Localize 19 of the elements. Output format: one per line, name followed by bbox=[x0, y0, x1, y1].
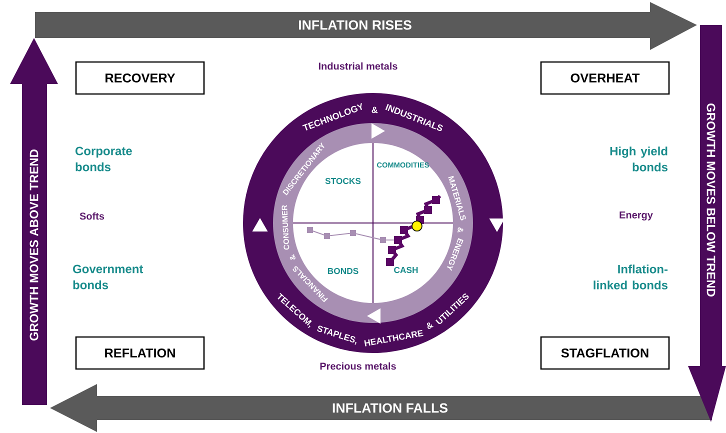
arrow-label: GROWTH MOVES BELOW TREND bbox=[706, 104, 716, 296]
quadrant-label: CASH bbox=[394, 266, 418, 274]
quadrant-label: BONDS bbox=[328, 268, 358, 274]
commodity-label: Energy bbox=[620, 212, 653, 220]
commodity-label: Precious metals bbox=[320, 362, 396, 370]
asset-label: Inflation-linked bonds bbox=[594, 264, 668, 290]
phase-box: REFLATION bbox=[75, 336, 205, 370]
asset-label: Government bonds bbox=[73, 264, 144, 290]
quadrant-label: STOCKS bbox=[325, 178, 361, 184]
arrow-label: INFLATION RISES bbox=[298, 20, 412, 30]
commodity-label: Industrial metals bbox=[318, 62, 398, 70]
phase-box: STAGFLATION bbox=[540, 336, 670, 370]
phase-box: RECOVERY bbox=[75, 61, 205, 95]
asset-label: Corporate bonds bbox=[76, 146, 132, 172]
arrow-label: INFLATION FALLS bbox=[332, 403, 448, 413]
commodity-label: Softs bbox=[80, 212, 104, 220]
asset-label: High yield bonds bbox=[610, 146, 668, 172]
arrow-label: GROWTH MOVES ABOVE TREND bbox=[30, 150, 38, 340]
phase-box: OVERHEAT bbox=[540, 61, 670, 95]
